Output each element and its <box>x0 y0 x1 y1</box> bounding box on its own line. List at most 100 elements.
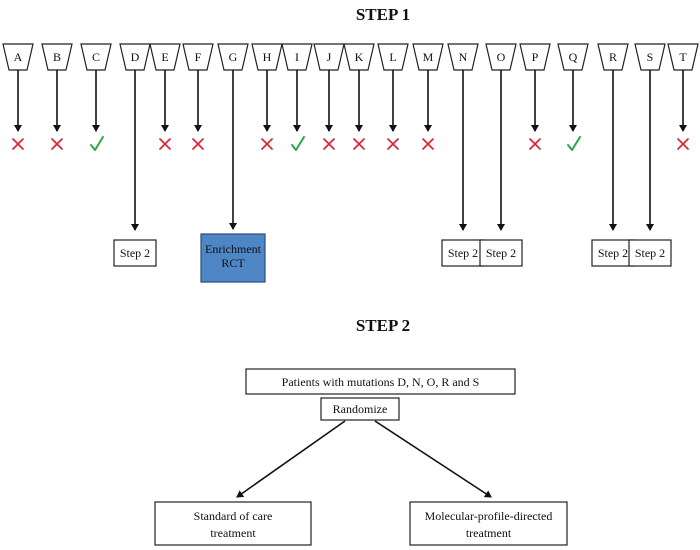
mutation-letter-t: T <box>679 50 687 64</box>
mutation-letter-m: M <box>423 50 434 64</box>
mutation-column-c: C <box>80 43 112 151</box>
excluded-cross-icon <box>51 138 63 150</box>
excluded-cross-icon <box>12 138 24 150</box>
mutation-letter-p: P <box>532 50 539 64</box>
excluded-cross-icon <box>159 138 171 150</box>
mutation-column-l: L <box>377 43 409 150</box>
mutation-letter-e: E <box>161 50 168 64</box>
mutation-letter-i: I <box>295 50 299 64</box>
eligible-check-icon <box>90 136 104 151</box>
mutation-shape-n <box>447 43 479 71</box>
molecular-directed-box <box>409 501 568 546</box>
mutation-letter-d: D <box>131 50 140 64</box>
mutation-letter-n: N <box>459 50 468 64</box>
mutation-letter-h: H <box>263 50 272 64</box>
step2-label-n: Step 2 <box>448 246 478 260</box>
excluded-cross-icon <box>677 138 689 150</box>
mutation-shape-s <box>634 43 666 71</box>
excluded-cross-icon <box>353 138 365 150</box>
mutation-shape-f <box>182 43 214 71</box>
mutation-letter-o: O <box>497 50 506 64</box>
step1-title: STEP 1 <box>356 5 410 24</box>
enrichment-rct-line1: Enrichment <box>205 242 262 256</box>
mutation-column-t: T <box>667 43 699 150</box>
mutation-column-j: J <box>313 43 345 150</box>
mutation-letter-j: J <box>327 50 332 64</box>
mutation-column-k: K <box>343 43 375 150</box>
mutation-shape-a <box>2 43 34 71</box>
step2-label-o: Step 2 <box>486 246 516 260</box>
arrow-to-molecular-directed <box>374 420 492 498</box>
mutation-column-e: E <box>149 43 181 150</box>
mutation-letter-a: A <box>14 50 23 64</box>
mutation-shape-e <box>149 43 181 71</box>
excluded-cross-icon <box>422 138 434 150</box>
step2-label-d: Step 2 <box>120 246 150 260</box>
step2-box-d <box>113 239 157 267</box>
mutation-column-b: B <box>41 43 73 150</box>
randomize-box <box>320 397 400 421</box>
mutation-shape-t <box>667 43 699 71</box>
molecular-directed-line2: treatment <box>466 526 512 540</box>
mutation-column-d: D Step 2 <box>113 43 157 267</box>
mutation-letter-k: K <box>355 50 364 64</box>
mutation-shape-h <box>251 43 283 71</box>
step2-box-o <box>479 239 523 267</box>
mutation-shape-j <box>313 43 345 71</box>
mutation-letter-s: S <box>647 50 654 64</box>
mutation-letter-r: R <box>609 50 617 64</box>
patients-box <box>245 368 516 395</box>
eligible-check-icon <box>291 136 305 151</box>
mutation-shape-d <box>119 43 151 71</box>
mutation-letter-f: F <box>195 50 202 64</box>
step2-title: STEP 2 <box>356 316 410 335</box>
step2-label-r: Step 2 <box>598 246 628 260</box>
enrichment-rct-line2: RCT <box>221 256 245 270</box>
mutation-shape-o <box>485 43 517 71</box>
mutation-shape-b <box>41 43 73 71</box>
mutation-shape-c <box>80 43 112 71</box>
mutation-shape-m <box>412 43 444 71</box>
mutation-shape-g <box>217 43 249 71</box>
step2-label-s: Step 2 <box>635 246 665 260</box>
step2-box-r <box>591 239 635 267</box>
arrow-to-standard-of-care <box>236 420 346 498</box>
excluded-cross-icon <box>261 138 273 150</box>
mutation-column-r: R Step 2 <box>591 43 635 267</box>
mutation-letter-q: Q <box>569 50 578 64</box>
randomize-label: Randomize <box>333 402 388 416</box>
mutation-column-m: M <box>412 43 444 150</box>
standard-of-care-box <box>154 501 312 546</box>
mutation-shape-k <box>343 43 375 71</box>
mutation-column-o: O Step 2 <box>479 43 523 267</box>
excluded-cross-icon <box>529 138 541 150</box>
standard-of-care-line2: treatment <box>210 526 256 540</box>
mutation-letter-b: B <box>53 50 61 64</box>
standard-of-care-line1: Standard of care <box>194 509 273 523</box>
mutation-shape-q <box>557 43 589 71</box>
step2-box-n <box>441 239 485 267</box>
mutation-letter-l: L <box>389 50 396 64</box>
mutation-column-i: I <box>281 43 313 151</box>
mutation-letter-c: C <box>92 50 100 64</box>
mutation-column-n: N Step 2 <box>441 43 485 267</box>
mutation-shape-r <box>597 43 629 71</box>
excluded-cross-icon <box>192 138 204 150</box>
mutation-column-a: A <box>2 43 34 150</box>
patients-label: Patients with mutations D, N, O, R and S <box>282 375 480 389</box>
mutation-shape-i <box>281 43 313 71</box>
mutation-shape-p <box>519 43 551 71</box>
mutation-column-f: F <box>182 43 214 150</box>
mutation-column-s: S Step 2 <box>628 43 672 267</box>
molecular-directed-line1: Molecular-profile-directed <box>425 509 553 523</box>
mutation-shape-l <box>377 43 409 71</box>
mutation-letter-g: G <box>229 50 238 64</box>
enrichment-rct-box <box>200 233 266 283</box>
mutation-column-p: P <box>519 43 551 150</box>
step2-box-s <box>628 239 672 267</box>
mutation-column-q: Q <box>557 43 589 151</box>
